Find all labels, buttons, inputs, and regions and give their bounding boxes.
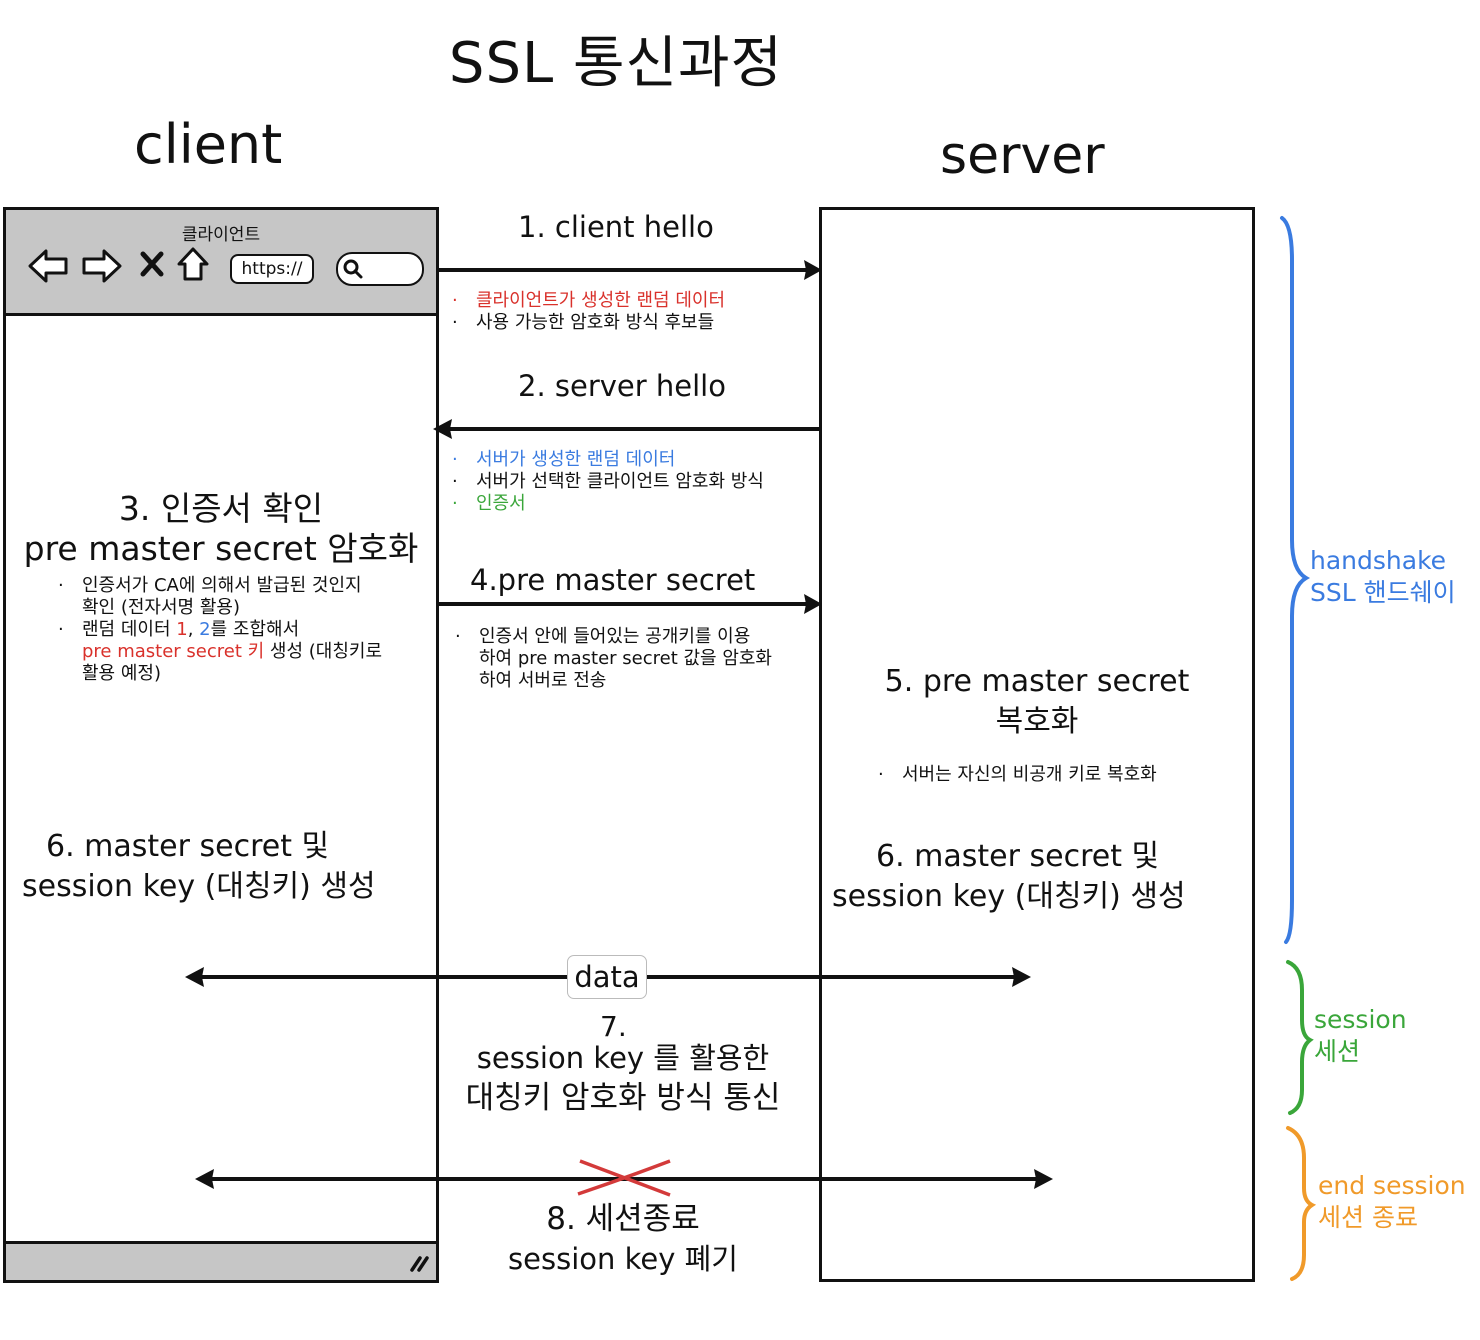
step3-note-combine: 랜덤 데이터 1, 2를 조합해서 pre master secret 키 생성… (58, 619, 382, 685)
step3-note2-a: 랜덤 데이터 (82, 619, 177, 640)
step6-client-subtitle: session key (대칭키) 생성 (22, 869, 376, 904)
client-browser-window: 클라이언트 https:// (3, 207, 439, 1283)
session-brace (1286, 960, 1314, 1115)
server-heading: server (940, 126, 1105, 186)
step2-title: 2. server hello (518, 369, 726, 403)
step3-note2-d: 활용 예정) (82, 663, 161, 684)
browser-statusbar (6, 1241, 436, 1280)
phase-end-session-label: end session 세션 종료 (1318, 1170, 1466, 1234)
forward-arrow-icon[interactable] (80, 246, 124, 286)
step3-note1-line2: 확인 (전자서명 활용) (82, 597, 240, 618)
home-icon[interactable] (174, 244, 212, 284)
step7-number: 7. (600, 1010, 627, 1043)
step4-note: 인증서 안에 들어있는 공개키를 이용 하여 pre master secret… (455, 626, 772, 692)
arrow-client-hello (436, 260, 822, 280)
server-box (819, 207, 1255, 1282)
phase-end-session-en: end session (1318, 1171, 1466, 1200)
arrow-pre-master-secret (436, 594, 822, 614)
step6-server-subtitle: session key (대칭키) 생성 (832, 879, 1186, 914)
search-icon (343, 259, 363, 279)
data-label: data (567, 955, 647, 999)
step3-note-verify: 인증서가 CA에 의해서 발급된 것인지 확인 (전자서명 활용) (58, 575, 382, 619)
back-arrow-icon[interactable] (26, 246, 70, 286)
diagram-title: SSL 통신과정 (448, 31, 784, 96)
cross-mark-icon (577, 1159, 671, 1197)
arrow-server-hello (433, 419, 819, 439)
step3-notes: 인증서가 CA에 의해서 발급된 것인지 확인 (전자서명 활용) 랜덤 데이터… (58, 575, 382, 685)
step2-note-random: 서버가 생성한 랜덤 데이터 (452, 449, 764, 471)
phase-handshake-ko: SSL 핸드쉐이 (1310, 578, 1456, 607)
step3-note2-comma: , (187, 619, 200, 640)
step3-title: 3. 인증서 확인 (118, 489, 324, 528)
resize-grip-icon[interactable] (406, 1250, 430, 1272)
step3-note1-line1: 인증서가 CA에 의해서 발급된 것인지 (82, 575, 362, 596)
step1-title: 1. client hello (518, 210, 714, 244)
step4-note-line2: 하여 pre master secret 값을 암호화 (479, 648, 772, 669)
step6-server-title: 6. master secret 및 (876, 839, 1160, 874)
close-icon[interactable] (139, 250, 165, 278)
step5-note: 서버는 자신의 비공개 키로 복호화 (878, 764, 1157, 786)
phase-handshake-label: handshake SSL 핸드쉐이 (1310, 545, 1456, 609)
step2-note-certificate: 인증서 (452, 493, 764, 515)
phase-end-session-ko: 세션 종료 (1318, 1203, 1418, 1232)
browser-window-label: 클라이언트 (181, 225, 261, 245)
step1-notes: 클라이언트가 생성한 랜덤 데이터 사용 가능한 암호화 방식 후보들 (452, 290, 725, 334)
step5-subtitle: 복호화 (995, 704, 1079, 739)
step8-subtitle: session key 폐기 (508, 1242, 738, 1276)
step6-client-title: 6. master secret 및 (46, 829, 330, 864)
step4-note-line1: 인증서 안에 들어있는 공개키를 이용 (479, 626, 751, 647)
phase-handshake-en: handshake (1310, 546, 1447, 575)
step7-line3: 대칭키 암호화 방식 통신 (465, 1080, 781, 1116)
handshake-brace (1280, 216, 1311, 944)
step1-note-ciphers: 사용 가능한 암호화 방식 후보들 (452, 312, 725, 334)
search-input[interactable] (336, 252, 424, 286)
url-bar[interactable]: https:// (230, 254, 314, 284)
browser-toolbar: 클라이언트 https:// (6, 210, 436, 316)
step5-title: 5. pre master secret (884, 664, 1190, 699)
step3-note2-c: 생성 (대칭키로 (264, 641, 383, 662)
step2-note-cipher: 서버가 선택한 클라이언트 암호화 방식 (452, 471, 764, 493)
step5-notes: 서버는 자신의 비공개 키로 복호화 (878, 764, 1157, 786)
step1-note-random: 클라이언트가 생성한 랜덤 데이터 (452, 290, 725, 312)
step3-subtitle: pre master secret 암호화 (23, 529, 419, 568)
step4-notes: 인증서 안에 들어있는 공개키를 이용 하여 pre master secret… (455, 626, 772, 692)
phase-session-ko: 세션 (1314, 1037, 1361, 1066)
step2-notes: 서버가 생성한 랜덤 데이터 서버가 선택한 클라이언트 암호화 방식 인증서 (452, 449, 764, 515)
phase-session-en: session (1314, 1005, 1407, 1034)
end-session-brace (1286, 1126, 1317, 1281)
client-heading: client (134, 113, 283, 176)
step4-note-line3: 하여 서버로 전송 (479, 670, 607, 691)
step4-title: 4.pre master secret (470, 563, 756, 597)
step3-note2-num1: 1 (176, 619, 188, 640)
step8-title: 8. 세션종료 (546, 1201, 700, 1237)
step7-line2: session key 를 활용한 (476, 1041, 770, 1075)
step3-note2-b: 를 조합해서 (210, 619, 300, 640)
step3-note2-num2: 2 (199, 619, 211, 640)
phase-session-label: session 세션 (1314, 1004, 1407, 1068)
step3-note2-key: pre master secret 키 (82, 641, 265, 662)
